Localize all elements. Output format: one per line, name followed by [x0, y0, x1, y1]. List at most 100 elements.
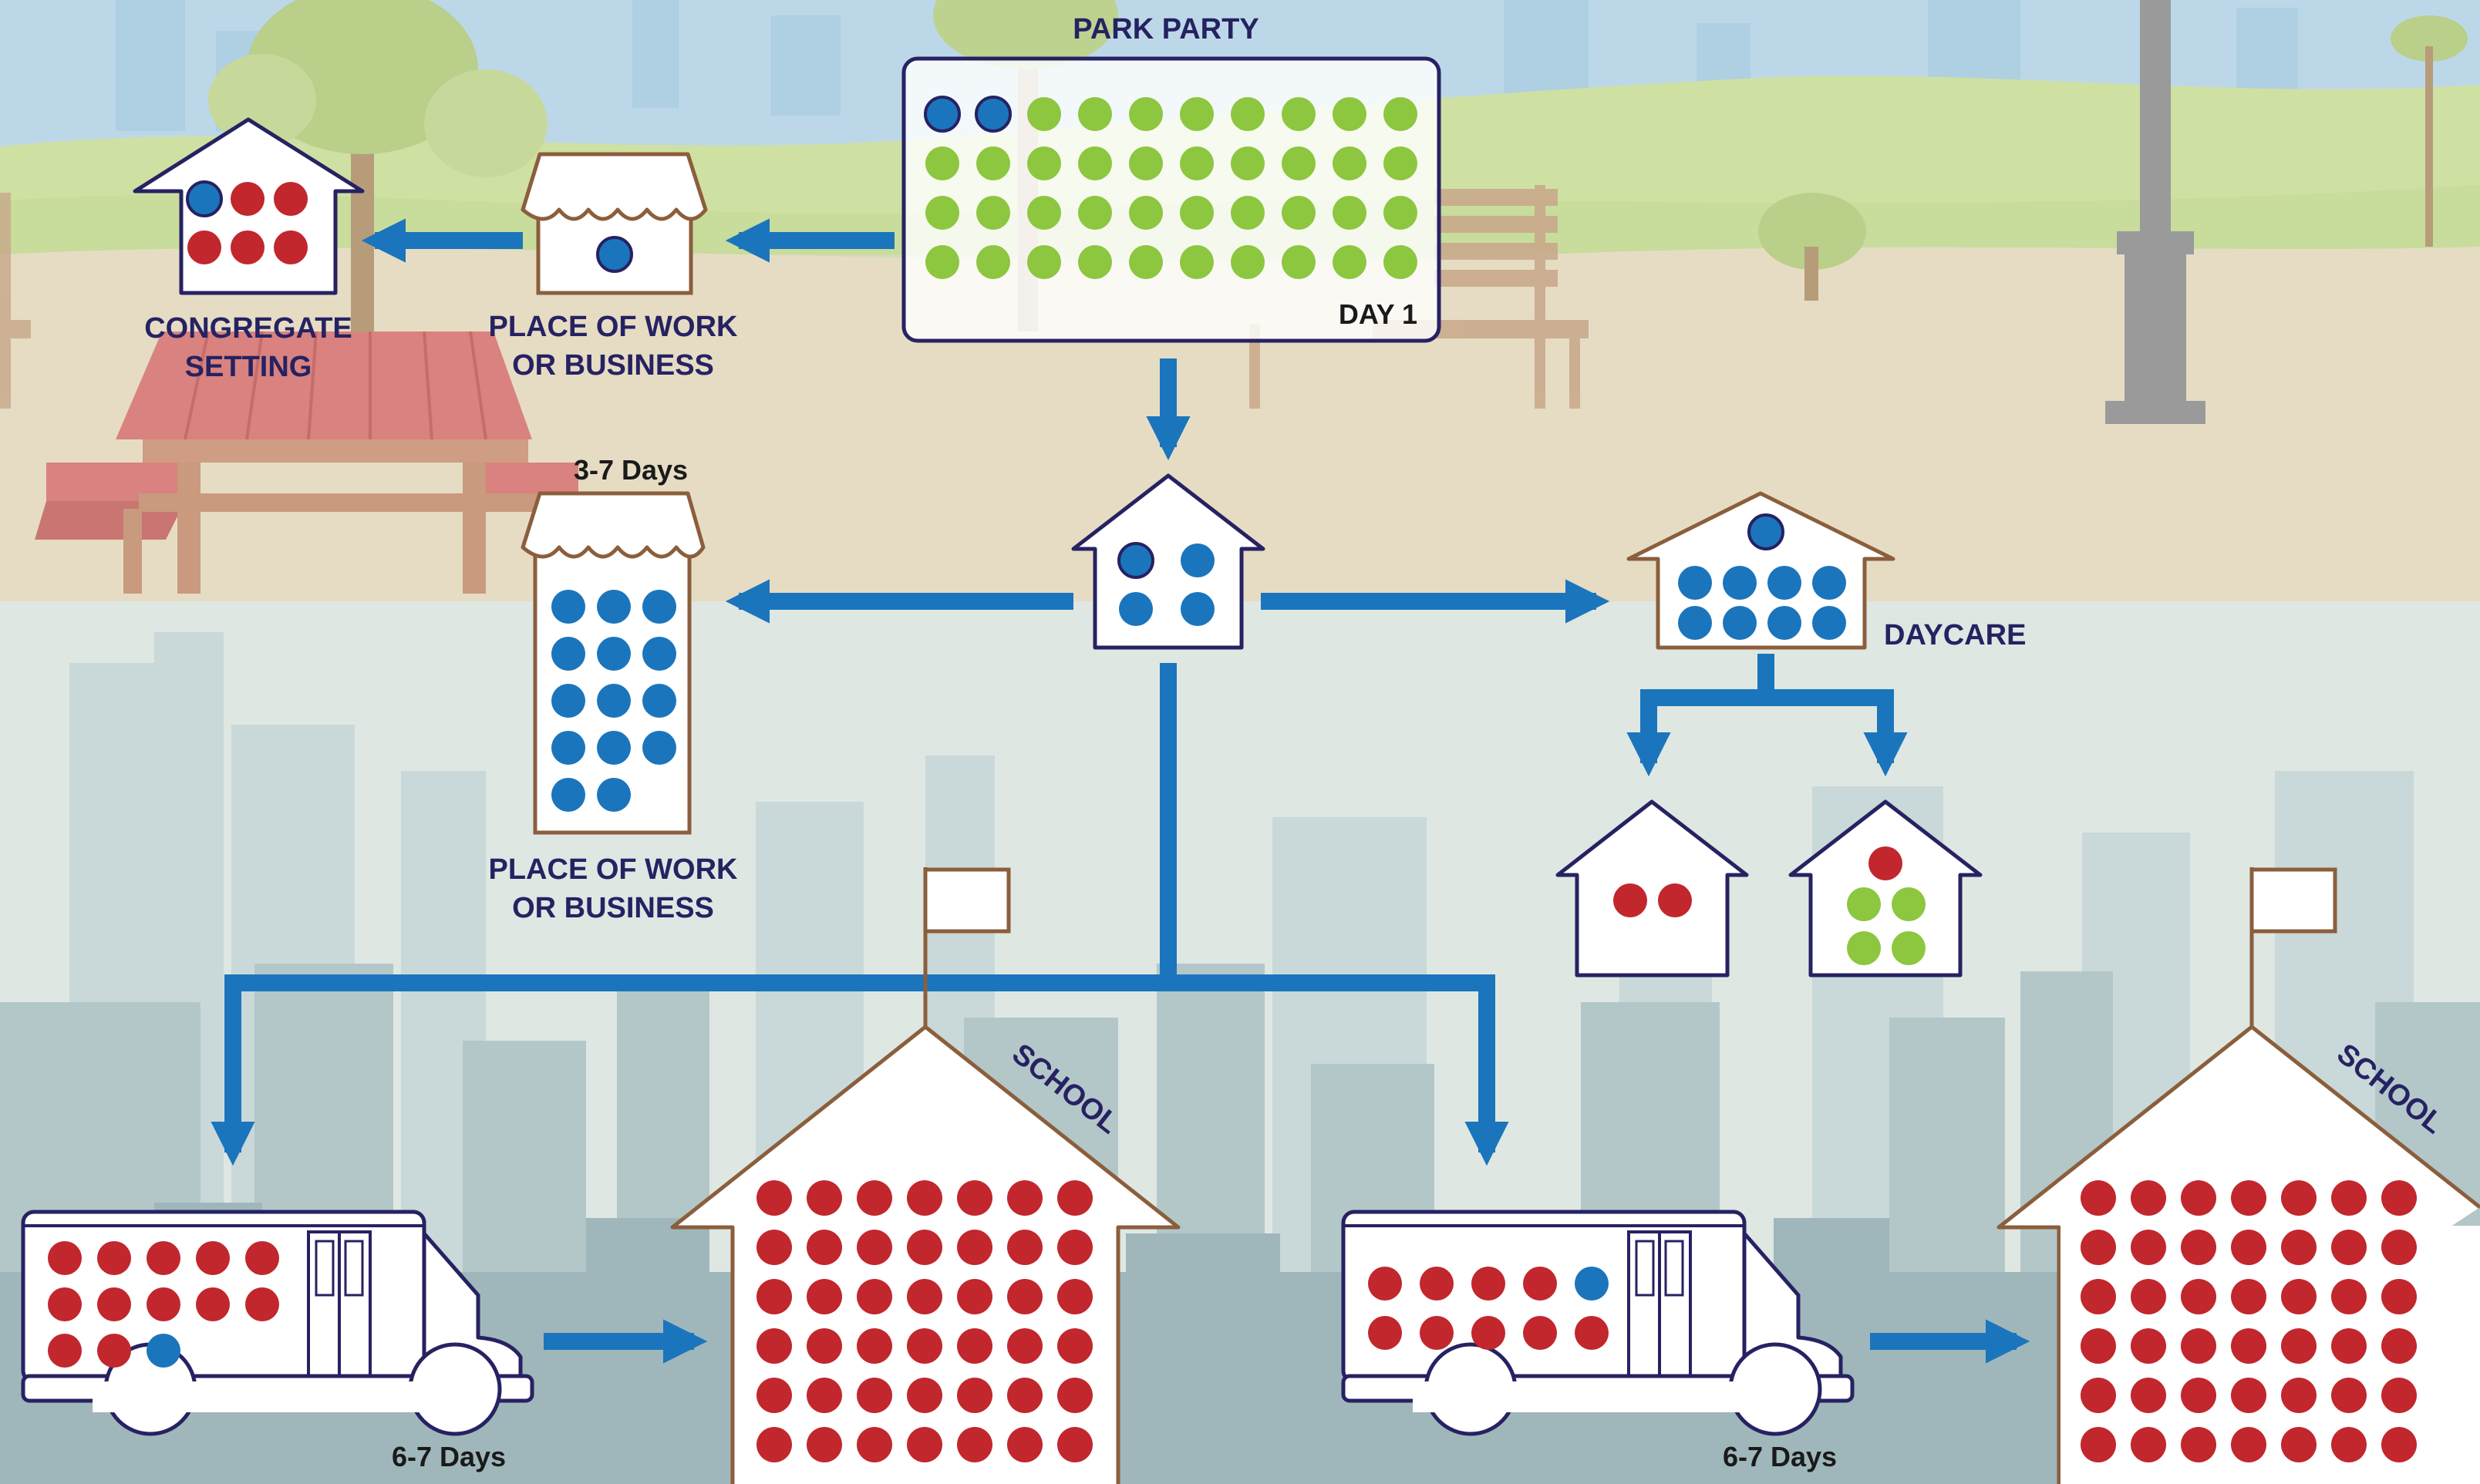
park-party-title: PARK PARTY: [1073, 13, 1259, 45]
exposed-dot: [1231, 97, 1265, 131]
case-dot: [2081, 1328, 2116, 1364]
case-dot: [2331, 1180, 2367, 1216]
infected-person-dot: [186, 180, 223, 217]
case-dot: [1057, 1230, 1093, 1265]
infected-person-dot: [1117, 542, 1154, 579]
case-dot: [2131, 1328, 2166, 1364]
case-dot: [642, 731, 676, 765]
case-dot: [1523, 1316, 1557, 1350]
case-dot: [2231, 1180, 2266, 1216]
case-dot: [2081, 1427, 2116, 1462]
case-dot: [756, 1180, 792, 1216]
exposed-dot: [976, 196, 1010, 230]
work-mid-dots: [551, 590, 676, 812]
case-dot: [1057, 1328, 1093, 1364]
daycare-home-left: [1555, 799, 1749, 978]
case-dot: [1007, 1328, 1043, 1364]
case-dot: [1678, 606, 1712, 640]
exposed-dot: [1180, 97, 1214, 131]
case-dot: [1723, 606, 1757, 640]
congregate-dots: [186, 180, 308, 264]
case-dot: [1420, 1316, 1454, 1350]
work-mid-label-line1: PLACE OF WORK: [489, 853, 739, 886]
case-dot: [756, 1427, 792, 1462]
exposed-dot: [976, 245, 1010, 279]
case-dot: [48, 1334, 82, 1368]
case-dot: [2381, 1427, 2417, 1462]
exposed-dot: [1129, 245, 1163, 279]
case-dot: [274, 182, 308, 216]
case-dot: [147, 1334, 180, 1368]
exposed-dot: [1383, 146, 1417, 180]
household-center: [1071, 473, 1265, 650]
exposed-dot: [1231, 196, 1265, 230]
exposed-dot: [1333, 245, 1366, 279]
case-dot: [597, 778, 631, 812]
case-dot: [97, 1287, 131, 1321]
exposed-dot: [1383, 97, 1417, 131]
case-dot: [1767, 606, 1801, 640]
school-right-dots: [2081, 1180, 2417, 1462]
exposed-dot: [1180, 146, 1214, 180]
arrow-daycare-to-home-left: [1626, 654, 1774, 777]
case-dot: [2181, 1230, 2216, 1265]
exposed-dot: [1078, 196, 1112, 230]
exposed-dot: [1282, 97, 1316, 131]
case-dot: [48, 1287, 82, 1321]
case-dot: [2231, 1279, 2266, 1314]
work-top-dots: [596, 236, 633, 273]
case-dot: [957, 1279, 992, 1314]
case-dot: [597, 731, 631, 765]
park-party-dots: [924, 96, 1417, 279]
case-dot: [2381, 1328, 2417, 1364]
case-dot: [48, 1241, 82, 1275]
case-dot: [1181, 592, 1215, 626]
case-dot: [2281, 1427, 2317, 1462]
case-dot: [147, 1241, 180, 1275]
case-dot: [597, 590, 631, 624]
exposed-dot: [925, 245, 959, 279]
case-dot: [1420, 1267, 1454, 1301]
case-dot: [756, 1328, 792, 1364]
case-dot: [2331, 1230, 2367, 1265]
case-dot: [907, 1328, 942, 1364]
case-dot: [1368, 1316, 1402, 1350]
case-dot: [551, 590, 585, 624]
bus-left: 6-7 Days: [21, 1210, 534, 1472]
case-dot: [1007, 1180, 1043, 1216]
case-dot: [642, 637, 676, 671]
case-dot: [2131, 1427, 2166, 1462]
exposed-dot: [1078, 245, 1112, 279]
exposed-dot: [1383, 196, 1417, 230]
case-dot: [597, 637, 631, 671]
case-dot: [147, 1287, 180, 1321]
case-dot: [1119, 592, 1153, 626]
case-dot: [2081, 1230, 2116, 1265]
picnic-table: [35, 331, 578, 594]
case-dot: [97, 1241, 131, 1275]
case-dot: [2381, 1279, 2417, 1314]
congregate-label-line1: CONGREGATE: [144, 312, 352, 345]
exposed-dot: [1333, 196, 1366, 230]
daycare-dots: [1678, 513, 1846, 640]
case-dot: [1575, 1316, 1609, 1350]
exposed-dot: [1129, 146, 1163, 180]
exposed-dot: [1231, 245, 1265, 279]
case-dot: [1007, 1279, 1043, 1314]
case-dot: [551, 637, 585, 671]
case-dot: [1812, 566, 1846, 600]
case-dot: [756, 1230, 792, 1265]
case-dot: [2281, 1378, 2317, 1413]
case-dot: [2181, 1427, 2216, 1462]
case-dot: [1658, 883, 1692, 917]
case-dot: [857, 1427, 892, 1462]
daycare-home-left-dots: [1613, 883, 1692, 917]
case-dot: [2381, 1180, 2417, 1216]
case-dot: [2381, 1378, 2417, 1413]
case-dot: [2281, 1230, 2317, 1265]
exposed-dot: [1027, 97, 1061, 131]
case-dot: [907, 1427, 942, 1462]
exposed-dot: [1892, 887, 1926, 921]
bus-right: 6-7 Days: [1341, 1210, 1855, 1472]
case-dot: [1812, 606, 1846, 640]
